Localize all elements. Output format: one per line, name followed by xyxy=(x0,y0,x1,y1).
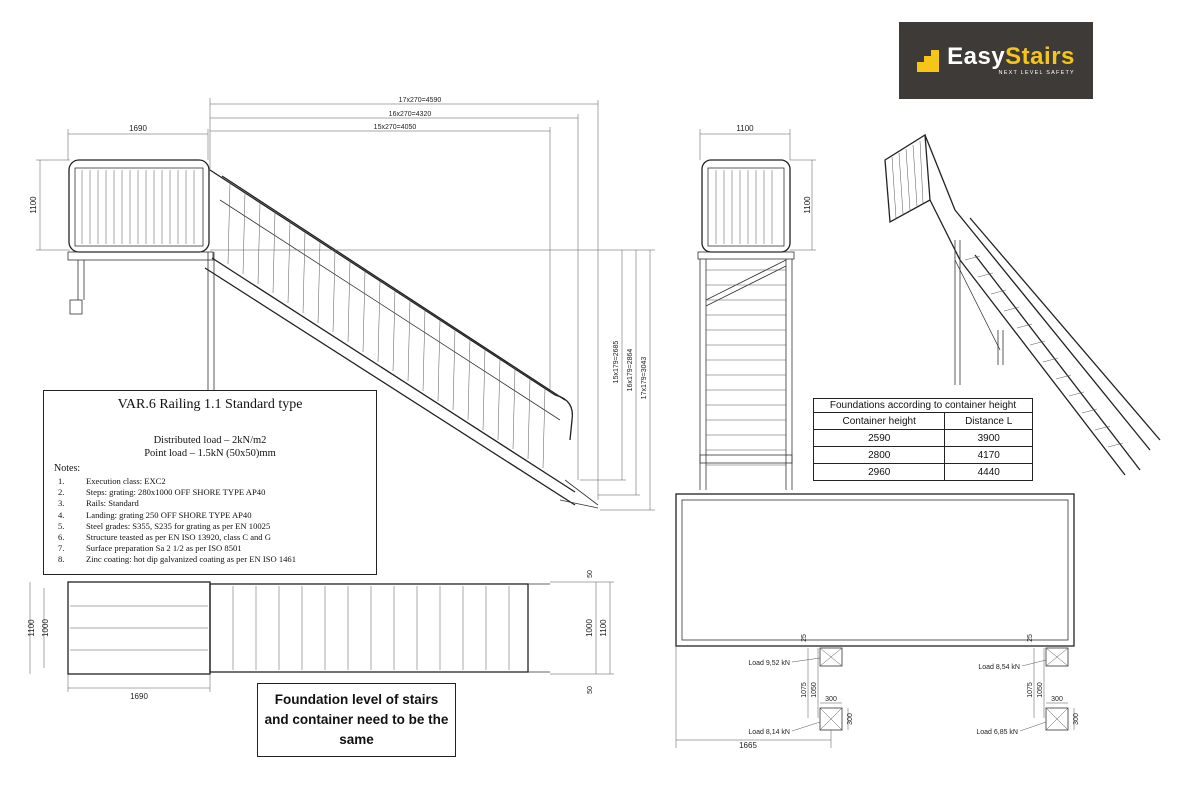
dim-rail-1100: 1100 xyxy=(29,196,38,214)
note-item: 3.Rails: Standard xyxy=(58,498,139,509)
logo-wordmark: EasyStairs NEXT LEVEL SAFETY xyxy=(947,42,1075,77)
table-cell: 4170 xyxy=(944,446,1033,464)
easystairs-logo: EasyStairs NEXT LEVEL SAFETY xyxy=(899,22,1093,99)
dim-1075-right: 1075 xyxy=(1027,682,1034,698)
dim-plan-1690: 1690 xyxy=(130,692,148,701)
dim-plan-bottom-50: 50 xyxy=(587,686,594,694)
dim-1075-left: 1075 xyxy=(801,682,808,698)
dim-plan-top-50: 50 xyxy=(587,570,594,578)
stair-flight xyxy=(204,169,599,509)
dim-front-1100: 1100 xyxy=(736,124,754,133)
dim-300-right-side: 300 xyxy=(1073,713,1080,725)
dim-2685: 15x179=2685 xyxy=(613,341,620,384)
plan-view: 1100 1000 1000 1100 50 50 1690 xyxy=(27,570,614,701)
note-item: 6.Structure teasted as per EN ISO 13920,… xyxy=(58,532,271,543)
table-header-row: Container height Distance L xyxy=(812,412,1033,430)
foundation-level-note: Foundation level of stairs and container… xyxy=(257,683,456,757)
dim-1050-left: 1050 xyxy=(811,682,818,698)
table-cell: 2590 xyxy=(812,429,946,447)
foundations-table-caption: Foundations according to container heigh… xyxy=(813,398,1033,412)
dim-4320: 16x270=4320 xyxy=(389,111,432,118)
load-top-right: Load 8,54 kN xyxy=(978,664,1020,671)
note-item: 8.Zinc coating: hot dip galvanized coati… xyxy=(58,554,297,565)
top-dimensions: 17x270=4590 16x270=4320 15x270=4050 xyxy=(209,97,599,500)
table-cell: 2800 xyxy=(812,446,946,464)
note-item: 2.Steps: grating: 280x1000 OFF SHORE TYP… xyxy=(58,487,266,498)
logo-tagline: NEXT LEVEL SAFETY xyxy=(998,69,1075,76)
table-header: Distance L xyxy=(944,412,1033,430)
note-item: 1.Execution class: EXC2 xyxy=(58,476,166,486)
dim-300-right-top: 300 xyxy=(1051,696,1063,703)
note-item: 5.Steel grades: S355, S235 for grating a… xyxy=(58,520,271,531)
note-item: 7.Surface preparation Sa 2 1/2 as per IS… xyxy=(58,543,242,554)
table-cell: 2960 xyxy=(812,463,946,481)
dim-1665: 1665 xyxy=(739,741,757,750)
dim-plan-left-1000: 1000 xyxy=(41,619,50,637)
dim-300-left-side: 300 xyxy=(847,713,854,725)
dim-25-left: 25 xyxy=(801,634,808,642)
dim-platform-1690: 1690 xyxy=(129,124,147,133)
load-bottom-left: Load 8,14 kN xyxy=(748,729,790,736)
point-load: Point load – 1.5kN (50x50)mm xyxy=(144,448,276,459)
dim-3043: 17x179=3043 xyxy=(641,357,648,400)
table-row: 2590 3900 xyxy=(812,429,1033,447)
table-row: 2800 4170 xyxy=(812,446,1033,464)
table-row: 2960 4440 xyxy=(812,463,1033,481)
dim-2864: 16x179=2864 xyxy=(627,349,634,392)
right-dimensions: 15x179=2685 16x179=2864 17x179=3043 xyxy=(210,249,655,511)
dim-plan-left-1100: 1100 xyxy=(27,619,36,637)
logo-name: EasyStairs xyxy=(947,42,1075,70)
notes-list: 1.Execution class: EXC2 2.Steps: grating… xyxy=(58,476,296,566)
dim-front-height-1100: 1100 xyxy=(803,196,812,214)
front-view: 1100 1100 xyxy=(697,124,816,490)
notes-title: VAR.6 Railing 1.1 Standard type xyxy=(117,397,303,412)
specification-notes-box: VAR.6 Railing 1.1 Standard type Distribu… xyxy=(43,390,377,575)
table-header: Container height xyxy=(812,412,946,430)
platform-railing xyxy=(67,159,215,390)
distributed-load: Distributed load – 2kN/m2 xyxy=(153,435,267,446)
side-view: 17x270=4590 16x270=4320 15x270=4050 1690… xyxy=(29,97,655,511)
dim-plan-right-1000: 1000 xyxy=(585,619,594,637)
dim-1050-right: 1050 xyxy=(1037,682,1044,698)
dim-300-left-top: 300 xyxy=(825,696,837,703)
load-top-left: Load 9,52 kN xyxy=(748,660,790,667)
table-cell: 4440 xyxy=(944,463,1033,481)
note-item: 4.Landing: grating 250 OFF SHORE TYPE AP… xyxy=(58,509,252,520)
dim-4050: 15x270=4050 xyxy=(374,124,417,131)
dim-4590: 17x270=4590 xyxy=(399,97,442,104)
logo-name-part1: Easy xyxy=(947,42,1006,70)
notes-heading: Notes: xyxy=(54,463,81,474)
logo-name-part2: Stairs xyxy=(1005,42,1075,70)
table-cell: 3900 xyxy=(944,429,1033,447)
foundations-table: Foundations according to container heigh… xyxy=(812,398,1033,481)
stairs-logo-icon xyxy=(917,49,940,72)
isometric-view xyxy=(884,133,1161,476)
dim-plan-right-1100: 1100 xyxy=(599,619,608,637)
load-bottom-right: Load 6,85 kN xyxy=(976,729,1018,736)
container-plan: Load 9,52 kN Load 8,54 kN Load 8,14 kN L… xyxy=(675,493,1080,750)
dim-25-right: 25 xyxy=(1027,634,1034,642)
